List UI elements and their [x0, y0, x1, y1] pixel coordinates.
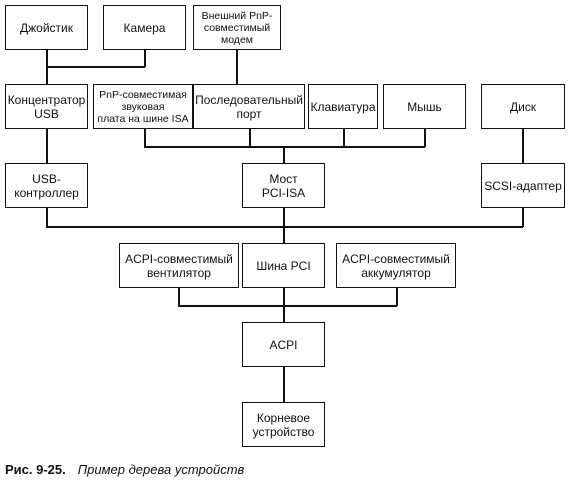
- node-scsi-adapter: SCSI-адаптер: [481, 163, 565, 208]
- caption-label: Рис. 9-25.: [5, 462, 66, 477]
- node-sound-card: PnP-совместимая звуковая плата на шине I…: [93, 84, 193, 129]
- edge-pci-bus-down: [283, 288, 285, 322]
- edge-keyboard-down: [343, 129, 345, 147]
- node-pci-isa-bridge: Мост PCI-ISA: [242, 163, 325, 208]
- edge-usb-controller-down: [46, 208, 48, 227]
- edge-serial-down: [249, 129, 251, 147]
- edge-acpi-root: [283, 367, 285, 402]
- node-usb-hub: Концентратор USB: [5, 84, 88, 129]
- edge-disk-scsi: [522, 129, 524, 163]
- node-usb-controller: USB- контроллер: [5, 163, 88, 208]
- node-pnp-modem: Внешний PnP- совместимый модем: [193, 5, 281, 50]
- edge-scsi-down: [522, 208, 524, 227]
- edge-fan-down: [178, 288, 180, 306]
- edge-camera-down: [144, 50, 146, 67]
- node-keyboard: Клавиатура: [308, 84, 378, 129]
- edge-battery-down: [396, 288, 398, 306]
- edge-acpi-bus: [178, 305, 397, 307]
- node-serial-port: Последовательный порт: [193, 84, 305, 129]
- edge-mouse-down: [424, 129, 426, 147]
- node-disk: Диск: [481, 84, 565, 129]
- node-joystick: Джойстик: [5, 5, 88, 50]
- node-acpi-battery: ACPI-совместимый аккумулятор: [336, 243, 456, 288]
- node-pci-bus: Шина PCI: [242, 243, 325, 288]
- node-camera: Камера: [103, 5, 186, 50]
- node-acpi-fan: ACPI-совместимый вентилятор: [119, 243, 239, 288]
- node-mouse: Мышь: [383, 84, 466, 129]
- caption-text: Пример дерева устройств: [77, 462, 245, 477]
- figure-caption: Рис. 9-25. Пример дерева устройств: [5, 462, 244, 478]
- edge-modem-serial: [236, 50, 238, 84]
- edge-usb-hub-bus: [46, 66, 145, 68]
- node-acpi: ACPI: [242, 322, 325, 367]
- edge-bridge-down: [283, 208, 285, 243]
- edge-sound-down: [144, 129, 146, 147]
- edge-usb-hub-controller: [46, 129, 48, 163]
- edge-bridge-up: [283, 146, 285, 163]
- node-root-device: Корневое устройство: [242, 402, 325, 447]
